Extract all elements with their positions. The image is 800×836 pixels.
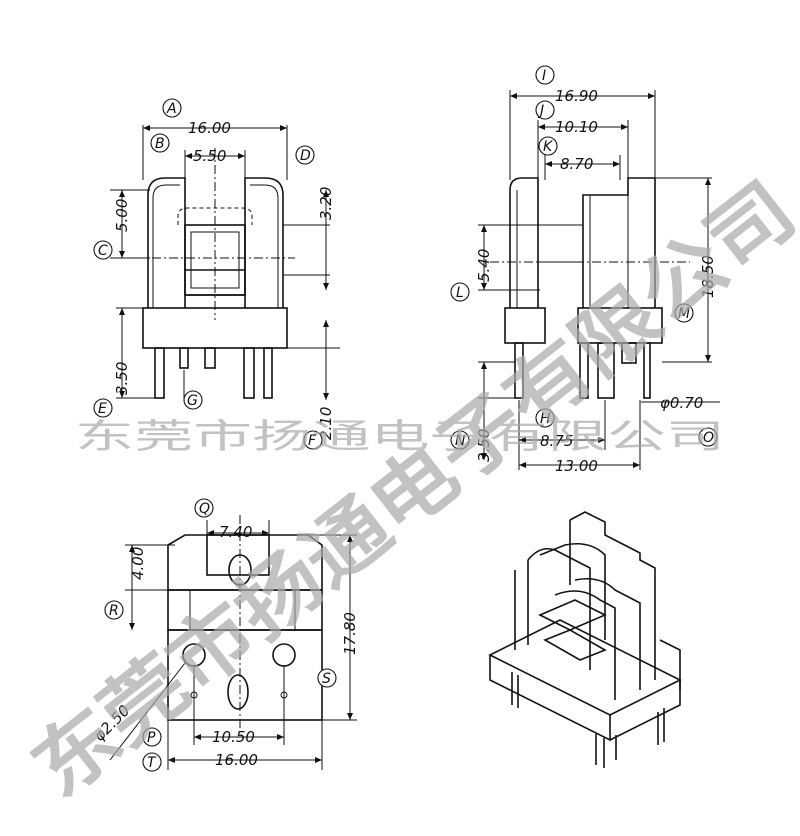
front-dimensions: 16.00 5.50 5.00 3.20 3.50 2.10 xyxy=(110,119,340,440)
label-h: H xyxy=(540,411,551,427)
label-g: G xyxy=(187,393,198,409)
dim-front-pin: 2.10 xyxy=(317,407,335,440)
dim-bottom-s-height: 17.80 xyxy=(341,612,359,655)
label-o: O xyxy=(703,430,714,446)
label-i: I xyxy=(542,68,546,84)
dim-front-height-d: 3.20 xyxy=(317,187,335,220)
label-c: C xyxy=(98,243,108,259)
dim-side-height-l: 5.40 xyxy=(475,249,493,282)
dim-front-height-c: 5.00 xyxy=(113,199,131,232)
dim-bottom-width: 16.00 xyxy=(215,751,258,769)
dim-front-slot: 5.50 xyxy=(193,147,226,165)
label-f: F xyxy=(308,433,317,449)
label-d: D xyxy=(300,148,311,164)
isometric-view xyxy=(488,511,682,768)
front-callouts: A B C D E G F xyxy=(93,98,323,450)
side-body-outline xyxy=(490,177,690,399)
dim-side-mid: 10.10 xyxy=(555,118,598,136)
label-a: A xyxy=(166,101,177,117)
bottom-callouts: Q R S P T xyxy=(104,498,337,772)
dim-bottom-pitch: 10.50 xyxy=(212,728,255,746)
label-b: B xyxy=(155,136,165,152)
label-p: P xyxy=(147,730,156,746)
dim-bottom-r-height: 4.00 xyxy=(129,547,147,580)
dim-side-total: 16.90 xyxy=(555,87,598,105)
label-s: S xyxy=(322,671,331,687)
label-l: L xyxy=(456,285,464,301)
dim-side-pin-dia: φ0.70 xyxy=(660,394,703,412)
side-callouts: I J K L M H N O xyxy=(450,65,718,450)
dim-front-width: 16.00 xyxy=(188,119,231,137)
label-e: E xyxy=(98,401,107,417)
dim-side-small: 8.70 xyxy=(560,155,593,173)
watermark-horizontal: 东莞市扬通电子有限公司 xyxy=(75,417,725,457)
watermark: 东莞市扬通电子有限公司 东莞市扬通电子有限公司 xyxy=(16,165,800,815)
label-q: Q xyxy=(199,501,210,517)
watermark-diagonal: 东莞市扬通电子有限公司 xyxy=(16,165,800,815)
label-m: M xyxy=(678,306,690,322)
dim-side-pitch: 8.75 xyxy=(540,432,573,450)
dim-side-base: 3.50 xyxy=(475,429,493,462)
bottom-view: 7.40 4.00 17.80 φ2.50 10.50 16.00 Q R S … xyxy=(90,498,359,772)
side-dimensions: 16.90 10.10 8.70 5.40 18.50 3.50 φ0.70 xyxy=(475,87,720,475)
label-k: K xyxy=(543,139,554,155)
dim-bottom-top: 7.40 xyxy=(219,523,252,541)
side-view: 16.90 10.10 8.70 5.40 18.50 3.50 φ0.70 xyxy=(450,65,720,475)
dim-side-width: 13.00 xyxy=(555,457,598,475)
dim-side-height-m: 18.50 xyxy=(699,255,717,298)
label-j: J xyxy=(537,103,544,119)
label-n: N xyxy=(455,433,466,449)
dim-front-base: 3.50 xyxy=(113,362,131,395)
label-t: T xyxy=(147,755,157,771)
front-view: 16.00 5.50 5.00 3.20 3.50 2.10 A B C xyxy=(93,98,340,450)
front-body-outline xyxy=(118,148,295,399)
label-r: R xyxy=(109,603,119,619)
